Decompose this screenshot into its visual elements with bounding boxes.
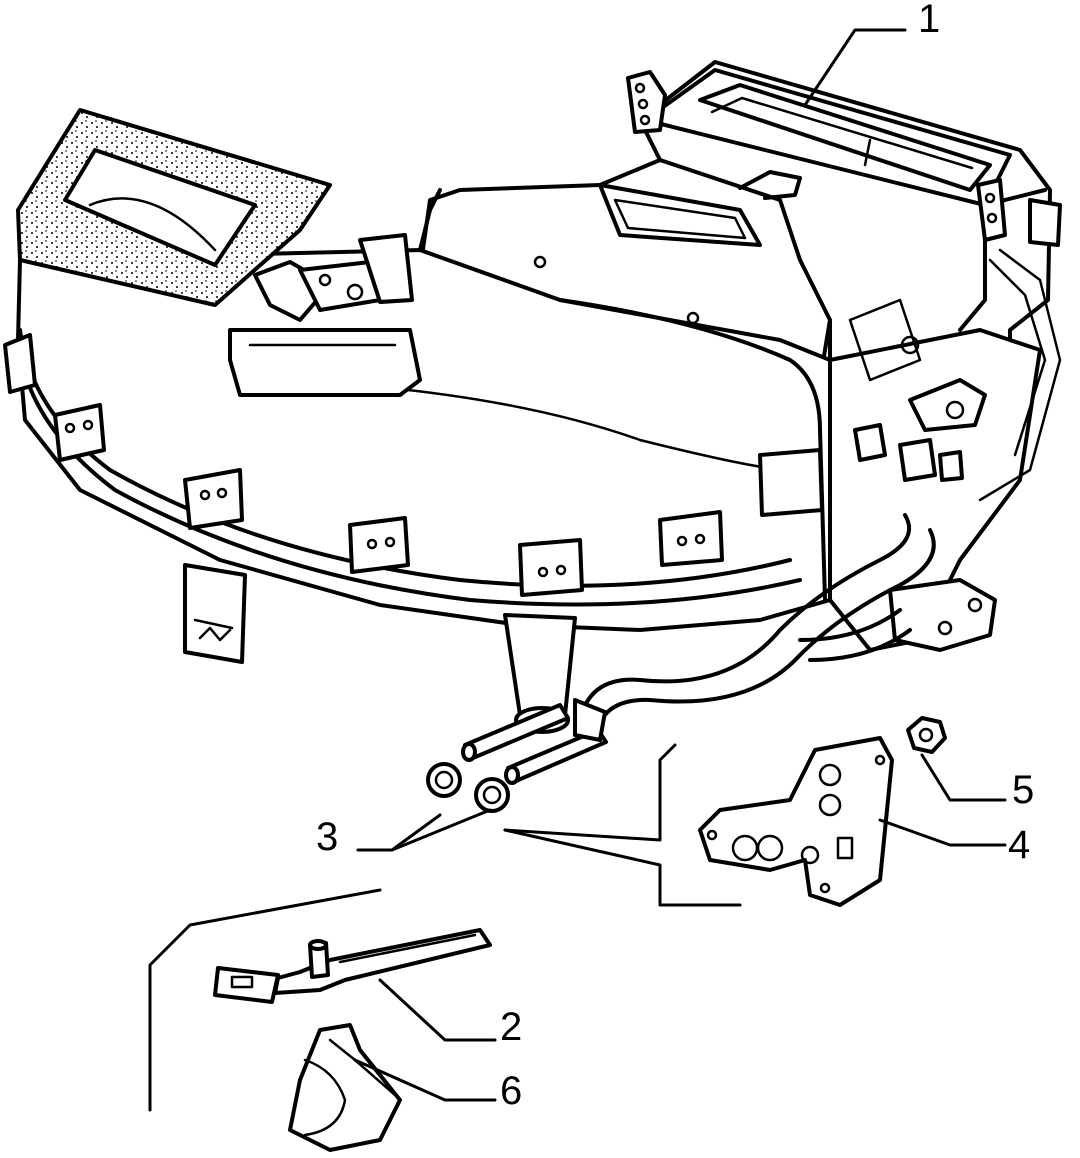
mounting-tab-right <box>976 178 1007 242</box>
rim-clips <box>3 333 824 597</box>
grommets <box>426 762 510 813</box>
callout-6: 6 <box>500 1069 522 1113</box>
leader-lines <box>148 28 1007 1112</box>
callout-5: 5 <box>1012 768 1034 812</box>
callout-2: 2 <box>500 1005 522 1049</box>
nut <box>906 716 947 754</box>
callout-3: 3 <box>316 815 338 859</box>
callout-labels: 1 2 3 4 5 6 <box>316 0 1034 1113</box>
callout-4: 4 <box>1008 823 1030 867</box>
heater-housing <box>3 60 1062 785</box>
center-post <box>228 328 422 397</box>
rear-box-opening <box>698 83 992 192</box>
heater-pipe-upper <box>578 513 911 722</box>
drain-pipe <box>503 613 577 717</box>
cable-tie <box>213 928 492 1004</box>
hose-clamp <box>573 698 607 742</box>
callout-1: 1 <box>918 0 940 41</box>
left-leg <box>183 563 247 664</box>
hose-clip <box>288 1023 402 1152</box>
heater-pipe-lower <box>593 528 936 742</box>
valve-block <box>888 578 997 652</box>
mounting-plate <box>698 736 894 907</box>
rear-box-top <box>643 68 1012 207</box>
